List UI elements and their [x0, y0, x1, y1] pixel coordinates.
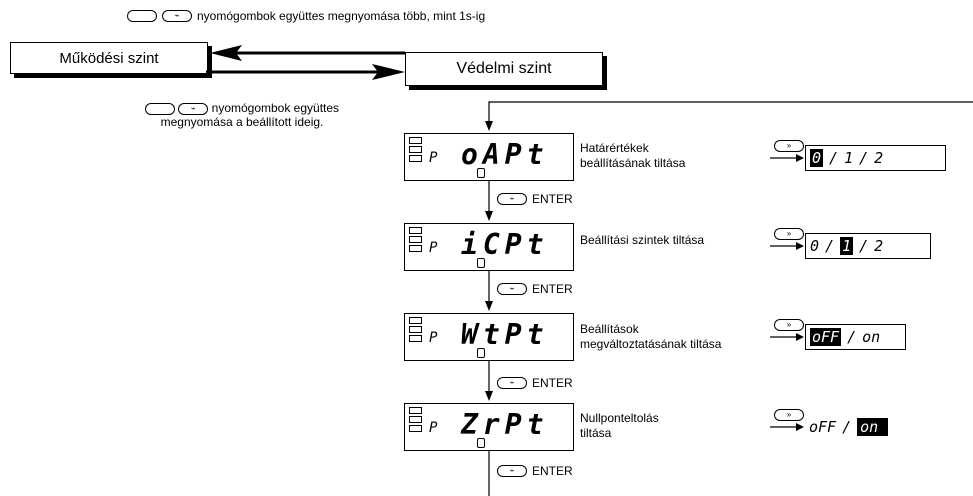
operating-level-box: Működési szint: [10, 42, 208, 74]
arrowhead-left: [210, 45, 242, 61]
p-indicator: P: [429, 150, 438, 166]
display-step-1: P oAPt: [404, 133, 574, 181]
desc-step-2: Beállítási szintek tiltása: [580, 233, 705, 247]
mode-key-icon: ⌁: [497, 283, 527, 295]
option-box-step-2: 0/ 1/ 2: [805, 233, 931, 259]
option-box-step-4: oFF/ on: [805, 414, 919, 440]
display-step-2: P iCPt: [404, 223, 574, 271]
protect-level-label: Védelmi szint: [456, 60, 552, 77]
display-step-4: P ZrPt: [404, 403, 574, 451]
operating-level-label: Működési szint: [59, 49, 159, 67]
mode-key-icon: ⌁: [497, 377, 527, 389]
top-note-text: nyomógombok együttes megnyomása több, mi…: [197, 9, 486, 23]
return-loop: [488, 101, 973, 125]
enter-step-4: ⌁ENTER: [497, 464, 573, 478]
shift-key-icon: »: [774, 409, 804, 421]
display-code: iCPt: [461, 228, 549, 261]
p-indicator: P: [429, 420, 438, 436]
mode-key-icon: ⌁: [178, 102, 209, 115]
shift-key-icon: »: [774, 140, 804, 152]
mode-key-icon: ⌁: [497, 465, 527, 477]
p-indicator: P: [429, 330, 438, 346]
blank-key-icon: [144, 102, 175, 115]
mode-key-icon: ⌁: [497, 193, 527, 205]
shift-key-icon: »: [774, 228, 804, 240]
tmp-indicator: [477, 258, 485, 268]
display-step-3: P WtPt: [404, 313, 574, 361]
protect-level-box: Védelmi szint: [405, 52, 603, 86]
tmp-indicator: [477, 168, 485, 178]
shift-key-icon: »: [774, 319, 804, 331]
display-code: ZrPt: [461, 408, 549, 441]
bottom-note-text: nyomógombok együttes megnyomása a beállí…: [160, 101, 340, 129]
enter-step-3: ⌁ENTER: [497, 376, 573, 390]
arrowhead-right: [372, 64, 405, 80]
blank-key-icon: [127, 10, 157, 22]
mode-key-icon: ⌁: [162, 10, 192, 22]
top-note: ⌁ nyomógombok együttes megnyomása több, …: [127, 9, 485, 23]
enter-step-1: ⌁ENTER: [497, 192, 573, 206]
bottom-note: ⌁ nyomógombok együttes megnyomása a beál…: [112, 101, 372, 129]
enter-step-2: ⌁ENTER: [497, 282, 573, 296]
display-code: WtPt: [461, 318, 549, 351]
p-indicator: P: [429, 240, 438, 256]
option-box-step-3: oFF/ on: [805, 324, 906, 350]
option-box-step-1: 0/ 1/ 2: [805, 145, 946, 171]
tmp-indicator: [477, 438, 485, 448]
display-code: oAPt: [461, 138, 549, 171]
tmp-indicator: [477, 348, 485, 358]
